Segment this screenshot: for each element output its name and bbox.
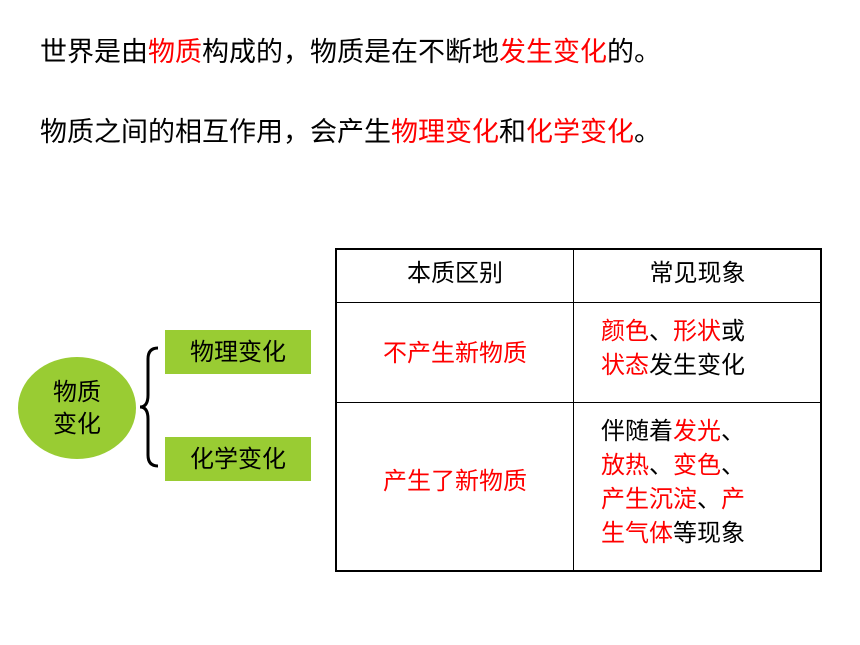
text-segment: 和 [499,117,526,148]
highlight-change: 发生变化 [499,37,607,68]
text-segment: 发生变化 [649,351,745,379]
text-segment: 放热 [601,451,649,479]
text-segment: 产生沉淀 [601,485,697,513]
text-segment: 物质之间的相互作用，会产生 [40,117,391,148]
header-difference: 本质区别 [407,259,503,287]
text-segment: 、 [721,417,745,445]
text-segment: 。 [634,117,661,148]
text-segment: 等现象 [673,519,745,547]
text-segment: 、 [721,451,745,479]
highlight-matter: 物质 [148,37,202,68]
row-divider [337,402,820,403]
text-segment: 、 [649,451,673,479]
statement-world-matter: 世界是由物质构成的，物质是在不断地发生变化的。 [40,35,661,71]
node-label-line2: 变化 [53,410,101,438]
comparison-table: 本质区别 常见现象 不产生新物质 颜色、形状或 状态发生变化 产生了新物质 伴随… [335,248,822,572]
highlight-chemical-change: 化学变化 [526,117,634,148]
text-segment: 颜色 [601,317,649,345]
text-segment: 的。 [607,37,661,68]
header-phenomena: 常见现象 [649,259,746,287]
text-segment: 形状 [673,317,721,345]
text-segment: 或 [721,317,745,345]
text-segment: 发光 [673,417,721,445]
text-segment: 世界是由 [40,37,148,68]
column-divider [573,250,574,570]
chemical-phenomena-cell: 伴随着发光、 放热、变色、 产生沉淀、产 生气体等现象 [601,414,801,550]
text-segment: 、 [697,485,721,513]
statement-interaction: 物质之间的相互作用，会产生物理变化和化学变化。 [40,115,661,151]
highlight-physical-change: 物理变化 [391,117,499,148]
row-divider [337,302,820,303]
curly-brace-icon [139,346,159,468]
text-segment: 变色 [673,451,721,479]
chemical-difference-cell: 产生了新物质 [383,467,527,495]
text-segment: 伴随着 [601,417,673,445]
physical-difference-cell: 不产生新物质 [383,339,527,367]
text-segment: 构成的，物质是在不断地 [202,37,499,68]
physical-phenomena-cell: 颜色、形状或 状态发生变化 [601,314,801,382]
matter-change-node: 物质 变化 [18,357,136,459]
chemical-change-box: 化学变化 [165,437,311,481]
node-label-line1: 物质 [53,378,101,406]
text-segment: 状态 [601,351,649,379]
text-segment: 产 [721,485,745,513]
text-segment: 、 [649,317,673,345]
text-segment: 生气体 [601,519,673,547]
physical-change-box: 物理变化 [165,330,311,374]
